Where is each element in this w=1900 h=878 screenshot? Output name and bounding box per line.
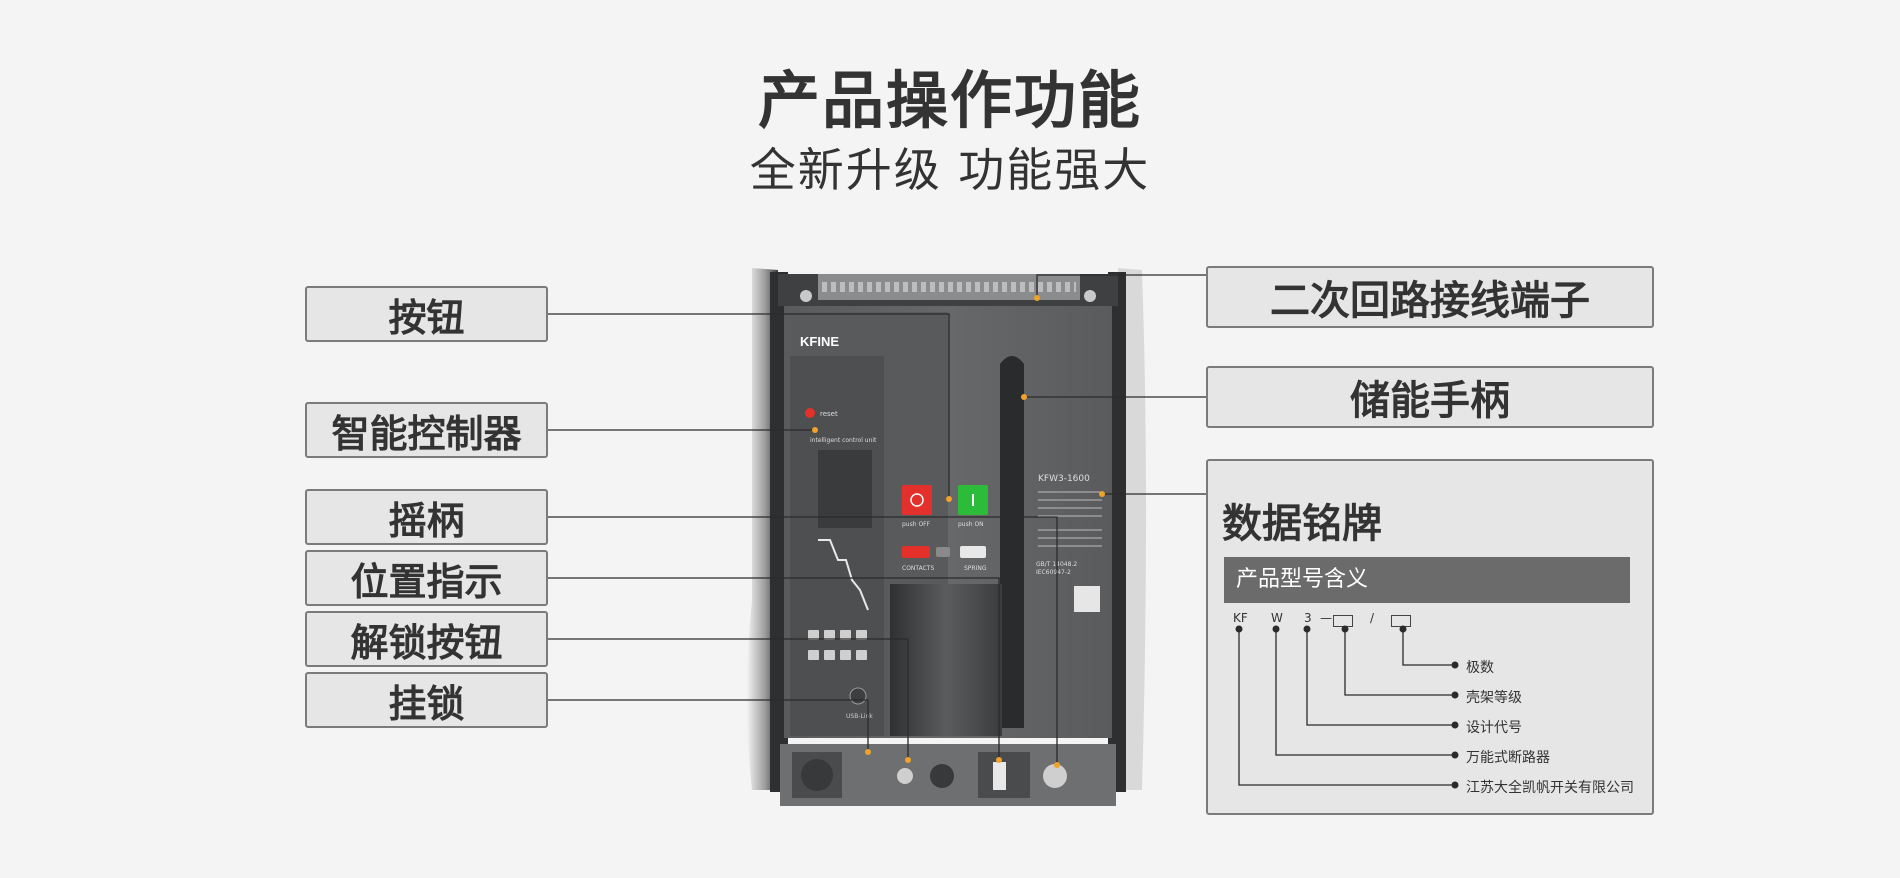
- code-kf: KF: [1233, 611, 1248, 625]
- leader-lines-left: [548, 313, 1058, 765]
- code-3: 3: [1304, 611, 1312, 625]
- nameplate-title: 数据铭牌: [1222, 501, 1382, 547]
- label-crank: 摇柄: [305, 489, 548, 545]
- usb-text: USB-Link: [846, 713, 873, 720]
- push-off-text: push OFF: [902, 521, 931, 528]
- spring-text: SPRING: [964, 565, 987, 572]
- screw-right: [1084, 290, 1096, 302]
- reset-button: [805, 408, 815, 418]
- code-w: W: [1271, 611, 1283, 625]
- nameplate-panel: 数据铭牌 产品型号含义 KF W 3 — / 极数 壳架等级 设计代号 万能式断…: [1206, 459, 1654, 815]
- code-meaning-design: 设计代号: [1466, 720, 1522, 736]
- controller-unit: [790, 356, 884, 736]
- qr-code: [1074, 586, 1100, 612]
- nameplate-code-lines: [1235, 625, 1459, 789]
- label-secondary-terminal: 二次回路接线端子: [1206, 266, 1654, 328]
- usb-port: [849, 687, 867, 705]
- code-slash: /: [1370, 611, 1375, 625]
- reset-text: reset: [820, 410, 838, 418]
- code-meaning-poles: 极数: [1466, 660, 1494, 676]
- label-button: 按钮: [305, 286, 548, 342]
- contacts-text: CONTACTS: [902, 565, 934, 572]
- storage-handle: [1000, 356, 1024, 728]
- leader-dots: [812, 295, 1105, 768]
- label-position-indicator: 位置指示: [305, 550, 548, 606]
- controller-keys: [808, 630, 867, 660]
- page-subtitle: 全新升级 功能强大: [749, 143, 1151, 197]
- crank-socket: [1043, 764, 1067, 788]
- trip-curve: [818, 539, 869, 611]
- code-meaning-type: 万能式断路器: [1466, 750, 1550, 766]
- code-meaning-company: 江苏大全凯帆开关有限公司: [1466, 780, 1634, 796]
- label-padlock: 挂锁: [305, 672, 548, 728]
- iec-text: IEC60947-2: [1036, 569, 1071, 576]
- page-title: 产品操作功能: [757, 64, 1142, 137]
- label-energy-storage-handle: 储能手柄: [1206, 366, 1654, 428]
- code-meaning-frame: 壳架等级: [1466, 690, 1522, 706]
- unlock-knob: [897, 768, 913, 784]
- model-text: KFW3-1600: [1038, 474, 1090, 484]
- leader-lines-right: [1024, 274, 1206, 495]
- screw-left: [800, 290, 812, 302]
- code-dash: —: [1320, 611, 1332, 625]
- controller-text: intelligent control unit: [810, 437, 877, 444]
- contacts-indicator: [902, 546, 930, 558]
- spring-indicator: [960, 546, 986, 558]
- frame-right: [1108, 272, 1126, 792]
- dark-socket: [930, 764, 954, 788]
- brand-logo: KFINE: [800, 334, 839, 349]
- frame-left: [770, 272, 788, 792]
- push-on-text: push ON: [958, 521, 984, 528]
- label-unlock-button: 解锁按钮: [305, 611, 548, 667]
- crank-drum: [890, 584, 1002, 736]
- indicator-middle: [936, 547, 950, 557]
- label-intelligent-controller: 智能控制器: [305, 402, 548, 458]
- off-button: [902, 485, 932, 515]
- controller-display: [818, 450, 872, 528]
- rating-lines: [1038, 491, 1102, 547]
- nameplate-bar: 产品型号含义: [1224, 557, 1630, 603]
